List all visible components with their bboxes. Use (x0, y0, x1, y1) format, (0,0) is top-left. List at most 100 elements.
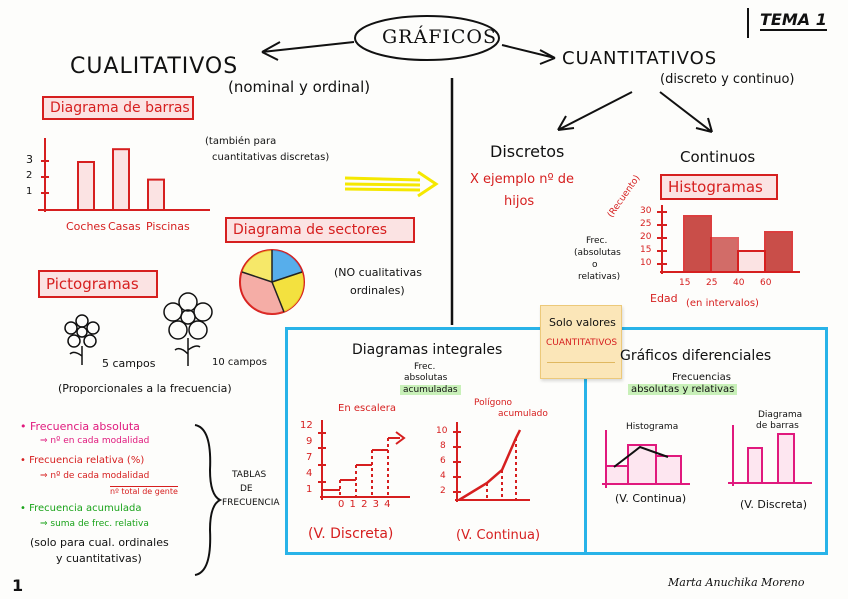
esc-ytick-4: 4 (306, 468, 313, 479)
esc-xticks: 0 1 2 3 4 (338, 499, 392, 510)
pie-chart (239, 249, 305, 315)
tablas-2: DE (240, 484, 253, 494)
pol-ytick-10: 10 (436, 426, 448, 436)
histo-xtick-60: 60 (760, 278, 772, 288)
arrow-left (261, 41, 355, 61)
integrales-caption-left: (V. Discreta) (308, 526, 394, 542)
pol-ytick-2: 2 (440, 486, 446, 496)
histo-ylabel-3: o (592, 260, 598, 270)
discretos-example-1: X ejemplo nº de (470, 172, 575, 187)
esc-ytick-7: 7 (306, 452, 313, 463)
freq-item-4: ⇒ nº de cada modalidad (40, 471, 150, 481)
center-title: GRÁFICOS (382, 26, 498, 48)
histogram-bars (683, 215, 793, 273)
freq-item-2: ⇒ nº en cada modalidad (40, 436, 150, 446)
poligono-label-2: acumulado (498, 409, 548, 419)
signature: Marta Anuchika Moreno (668, 576, 805, 589)
bar-note-1: (también para (205, 136, 277, 147)
title-ellipse (354, 15, 500, 61)
histo-ytick-20: 20 (640, 232, 652, 242)
esc-ytick-1: 1 (306, 484, 313, 495)
integrales-caption-right: (V. Continua) (456, 528, 541, 543)
bar-note-2: cuantitativas discretas) (212, 152, 330, 163)
sticky-line-1: Solo valores (549, 316, 616, 329)
diferenciales-panel (584, 327, 828, 555)
freq-item-6: • Frecuencia acumulada (20, 503, 142, 514)
pol-ytick-6: 6 (440, 456, 446, 466)
diff-histograma-label: Histograma (626, 422, 679, 432)
tema-label: TEMA 1 (760, 10, 827, 31)
poligono-chart (453, 422, 530, 502)
freq-item-1: • Frecuencia absoluta (20, 420, 140, 433)
sticky-note: Solo valores CUANTITATIVOS (540, 305, 622, 379)
diff-barras-label-1: Diagrama (758, 410, 803, 420)
flower-small (64, 314, 100, 365)
freq-item-5: nº total de gente (110, 486, 178, 496)
diferenciales-frec-1: Frecuencias (672, 372, 732, 383)
histo-xlabel: Edad (650, 292, 678, 305)
sectores-box: Diagrama de sectores (225, 217, 415, 243)
discretos-label: Discretos (490, 142, 565, 161)
integrales-frec-1: Frec. (414, 362, 436, 372)
diferenciales-title: Gráficos diferenciales (620, 348, 772, 364)
cualitativos-subtitle: (nominal y ordinal) (228, 78, 371, 96)
discretos-example-2: hijos (504, 194, 535, 209)
freq-item-7: ⇒ suma de frec. relativa (40, 519, 149, 529)
tablas-3: FRECUENCIA (222, 498, 280, 508)
freq-item-3: • Frecuencia relativa (%) (20, 455, 145, 466)
picto-caption-10: 10 campos (212, 357, 267, 368)
sticky-line-2: CUANTITATIVOS (546, 338, 618, 348)
integrales-title: Diagramas integrales (352, 342, 503, 358)
bar-2 (112, 148, 130, 211)
page-number: 1 (12, 576, 24, 595)
freq-item-8: (solo para cual. ordinales (30, 536, 169, 549)
histo-ytick-15: 15 (640, 245, 652, 255)
bar-label-casas: Casas (108, 220, 141, 233)
histo-ylabel-4: relativas) (578, 272, 621, 282)
continuos-label: Continuos (680, 148, 756, 166)
bar-tick-3: 3 (26, 153, 33, 166)
arrow-right (501, 44, 556, 65)
diferenciales-caption-right: (V. Discreta) (740, 498, 808, 511)
histo-xtick-15: 15 (679, 278, 691, 288)
diff-barras-label-2: de barras (756, 421, 799, 431)
sectores-note-2: ordinales) (350, 284, 405, 297)
cualitativos-title: CUALITATIVOS (70, 54, 239, 79)
bar-3 (147, 178, 165, 212)
diferenciales-frec-2: absolutas y relativas (628, 384, 738, 395)
histo-ylabel-1: Frec. (586, 236, 608, 246)
bar-chart-bars (77, 148, 165, 212)
diff-histogram (602, 430, 690, 488)
yellow-arrow (344, 170, 439, 198)
bar-1 (77, 161, 95, 211)
integrales-frec-3: acumuladas (400, 385, 461, 395)
esc-ytick-12: 12 (300, 420, 313, 431)
pol-ytick-8: 8 (440, 441, 446, 451)
histo-ytick-10: 10 (640, 258, 652, 268)
sectores-note-1: (NO cualitativas (334, 266, 422, 279)
cuantitativos-subtitle: (discreto y continuo) (660, 72, 795, 87)
poligono-label-1: Polígono (474, 398, 513, 408)
diff-barchart (728, 425, 812, 486)
esc-ytick-9: 9 (306, 436, 313, 447)
bar-label-coches: Coches (66, 220, 106, 233)
pictogramas-box: Pictogramas (38, 270, 158, 298)
flower-large (163, 292, 213, 366)
histo-ylabel-2: (absolutas (574, 248, 621, 258)
bar-label-piscinas: Piscinas (146, 220, 190, 233)
histo-xtick-40: 40 (733, 278, 745, 288)
histo-xnote: (en intervalos) (686, 298, 759, 309)
picto-caption-5: 5 campos (102, 357, 156, 370)
cuantitativos-title: CUANTITATIVOS (562, 48, 718, 69)
integrales-frec-2: absolutas (404, 373, 448, 383)
diferenciales-caption-left: (V. Continua) (615, 492, 687, 505)
bar-diagram-box: Diagrama de barras (42, 96, 194, 120)
histo-xtick-25: 25 (706, 278, 718, 288)
escalera-label: En escalera (338, 403, 396, 414)
freq-item-9: y cuantitativas) (56, 552, 142, 565)
bar-tick-2: 2 (26, 170, 33, 181)
tablas-1: TABLAS (232, 470, 267, 480)
histogramas-box: Histogramas (660, 174, 778, 200)
escalera-chart (318, 420, 410, 500)
